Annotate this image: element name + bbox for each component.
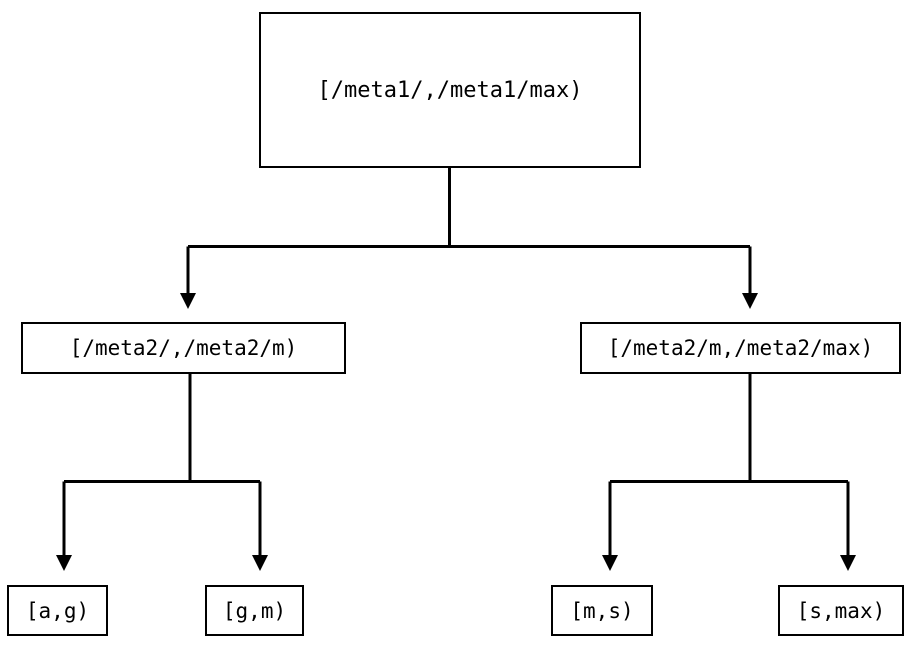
edge-mid-right-to-leaf-3 [602,373,848,571]
edge-mid-left-to-leaf-1 [56,373,260,571]
tree-node-mid-right[interactable]: [/meta2/m,/meta2/max) [580,322,901,374]
tree-node-leaf-1[interactable]: [a,g) [7,585,108,636]
tree-node-leaf-4[interactable]: [s,max) [778,585,904,636]
tree-node-mid-right-label: [/meta2/m,/meta2/max) [607,336,874,360]
tree-node-leaf-3[interactable]: [m,s) [551,585,653,636]
tree-node-root[interactable]: [/meta1/,/meta1/max) [259,12,641,168]
tree-node-mid-left-label: [/meta2/,/meta2/m) [69,336,298,360]
edge-mid-right-to-leaf-4 [840,481,856,571]
tree-node-mid-left[interactable]: [/meta2/,/meta2/m) [21,322,346,374]
tree-node-root-label: [/meta1/,/meta1/max) [317,77,583,103]
tree-node-leaf-2[interactable]: [g,m) [205,585,304,636]
edge-root-to-mid-left [180,167,750,309]
edge-mid-left-to-leaf-2 [252,481,268,571]
tree-node-leaf-4-label: [s,max) [796,598,886,623]
tree-node-leaf-3-label: [m,s) [570,598,634,623]
edge-root-to-mid-right [742,246,758,309]
tree-node-leaf-1-label: [a,g) [25,598,90,623]
tree-node-leaf-2-label: [g,m) [222,598,287,623]
